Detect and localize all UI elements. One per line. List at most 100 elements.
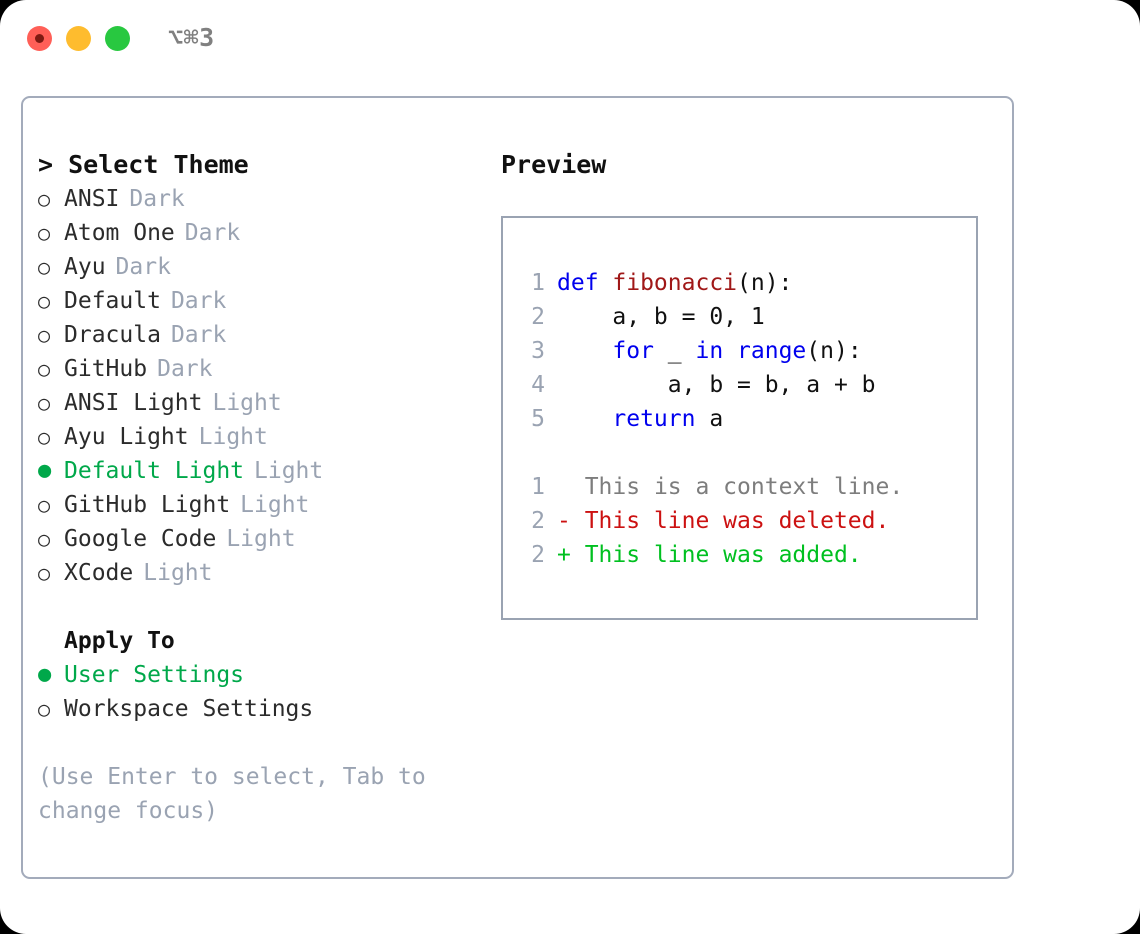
diff-line-content: This is a context line. (570, 474, 904, 500)
diff-line-content: This line was deleted. (570, 508, 890, 534)
code-line: 3 for _ in range(n): (515, 334, 976, 368)
code-token-plain (557, 406, 612, 432)
code-token-fn: fibonacci (612, 270, 738, 296)
diff-line-del: 2- This line was deleted. (515, 504, 976, 538)
theme-option-variant: Light (198, 424, 268, 450)
close-window-button[interactable] (27, 26, 52, 51)
theme-option-dracula[interactable]: ○ Dracula Dark (38, 318, 478, 352)
radio-unselected-icon: ○ (38, 255, 51, 279)
theme-option-name: Ayu (64, 254, 106, 280)
radio-unselected-icon: ○ (38, 561, 51, 585)
code-token-plain: _ (653, 338, 696, 364)
diff-sample: 1 This is a context line.2- This line wa… (515, 470, 976, 572)
theme-option-variant: Dark (170, 288, 227, 314)
radio-unselected-icon: ○ (38, 697, 51, 721)
code-line-content: a, b = b, a + b (557, 368, 876, 402)
diff-marker: - (557, 508, 571, 534)
theme-option-name: Ayu Light (64, 424, 189, 450)
code-line-content: def fibonacci(n): (557, 266, 792, 300)
theme-option-variant: Light (226, 526, 296, 552)
minimize-window-button[interactable] (66, 26, 91, 51)
radio-unselected-icon: ○ (38, 323, 51, 347)
theme-option-variant: Dark (184, 220, 241, 246)
theme-option-ansi[interactable]: ○ ANSI Dark (38, 182, 478, 216)
code-token-plain: a, b = b, a + b (557, 372, 876, 398)
theme-option-name: GitHub (64, 356, 148, 382)
radio-unselected-icon: ○ (38, 391, 51, 415)
code-token-plain (557, 338, 612, 364)
radio-unselected-icon: ○ (38, 289, 51, 313)
diff-line-content: This line was added. (570, 542, 862, 568)
code-token-kw: for (612, 338, 654, 364)
apply-to-option-list: ●User Settings ○ Workspace Settings (38, 658, 478, 726)
select-theme-heading: > Select Theme (38, 150, 249, 179)
code-line-content: a, b = 0, 1 (557, 300, 765, 334)
keyboard-hint-text: (Use Enter to select, Tab to change focu… (38, 764, 426, 824)
code-token-plain: a, b = 0, 1 (557, 304, 765, 330)
theme-option-name: GitHub Light (64, 492, 231, 518)
radio-unselected-icon: ○ (38, 187, 51, 211)
traffic-light-controls (27, 26, 130, 51)
theme-option-variant: Light (240, 492, 310, 518)
theme-option-variant: Light (254, 458, 324, 484)
theme-option-variant: Dark (115, 254, 171, 280)
code-token-plain: (n): (737, 270, 793, 296)
code-token-plain (723, 338, 737, 364)
theme-option-ayu-light[interactable]: ○ Ayu Light Light (38, 420, 478, 454)
code-token-kw: in (695, 338, 724, 364)
line-number: 4 (531, 372, 545, 398)
diff-marker (557, 470, 571, 504)
theme-option-ayu[interactable]: ○ Ayu Dark (38, 250, 478, 284)
apply-to-option-user-settings[interactable]: ●User Settings (38, 658, 478, 692)
radio-unselected-icon: ○ (38, 425, 51, 449)
apply-to-section: Apply To ●User Settings ○ Workspace Settin… (38, 624, 478, 726)
theme-option-variant: Dark (170, 322, 227, 348)
line-number: 2 (531, 542, 545, 568)
radio-selected-icon: ● (38, 458, 52, 483)
theme-option-name: Dracula (64, 322, 161, 348)
line-number: 3 (531, 338, 545, 364)
window-titlebar: ⌥⌘3 (0, 0, 1140, 78)
apply-to-option-name: Workspace Settings (64, 696, 314, 722)
window-title: ⌥⌘3 (168, 23, 215, 52)
code-token-plain: (n): (806, 338, 862, 364)
code-token-kw: def (557, 270, 613, 296)
code-line-content: for _ in range(n): (557, 334, 862, 368)
radio-unselected-icon: ○ (38, 357, 51, 381)
maximize-window-button[interactable] (105, 26, 130, 51)
theme-option-name: ANSI Light (64, 390, 203, 416)
apply-to-heading: Apply To (64, 628, 175, 654)
theme-option-name: Atom One (64, 220, 175, 246)
theme-option-github[interactable]: ○ GitHub Dark (38, 352, 478, 386)
line-number: 1 (531, 270, 545, 296)
theme-option-variant: Dark (157, 356, 213, 382)
code-token-kw: return (612, 406, 696, 432)
code-line: 5 return a (515, 402, 976, 436)
code-line: 1 def fibonacci(n): (515, 266, 976, 300)
line-number: 2 (531, 508, 545, 534)
apply-to-option-workspace-settings[interactable]: ○ Workspace Settings (38, 692, 478, 726)
theme-option-variant: Dark (129, 186, 185, 212)
code-token-kw: range (737, 338, 807, 364)
code-token-plain: a (695, 406, 724, 432)
line-number: 2 (531, 304, 545, 330)
radio-selected-icon: ● (38, 662, 52, 687)
theme-option-name: ANSI (64, 186, 120, 212)
theme-option-variant: Light (143, 560, 213, 586)
code-spacer (515, 436, 976, 470)
diff-line-ctx: 1 This is a context line. (515, 470, 976, 504)
